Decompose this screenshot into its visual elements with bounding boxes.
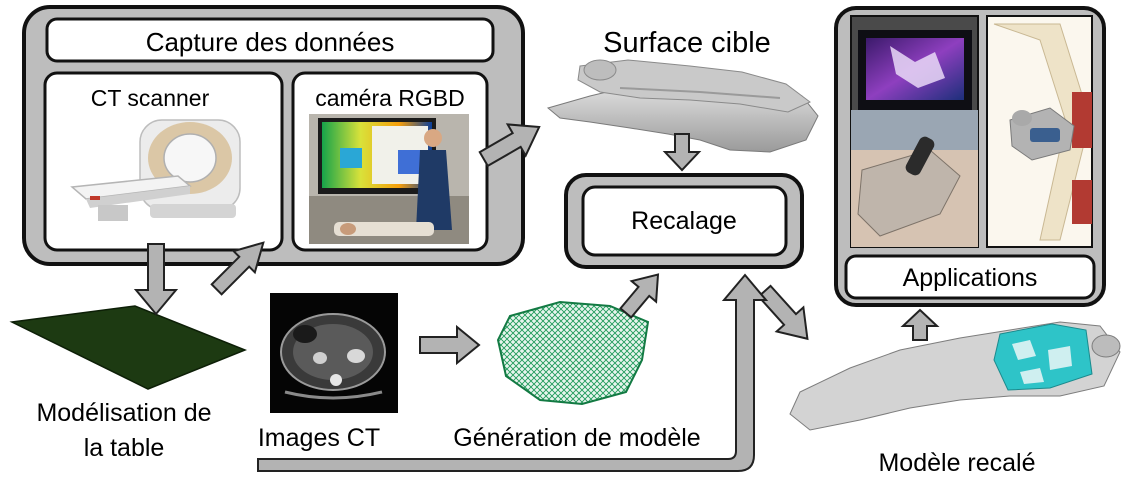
rgbd-camera-card: caméra RGBD: [291, 71, 489, 252]
registered-model-label: Modèle recalé: [878, 449, 1035, 477]
target-surface-scan: [546, 59, 819, 153]
arrow-ct-images-to-mesh: [419, 324, 481, 366]
table-model: [9, 305, 248, 390]
arrow-registration-to-registered-model: [757, 284, 809, 341]
model-generation-label: Génération de modèle: [453, 424, 700, 452]
registration-block: Recalage: [564, 173, 804, 269]
registration-label: Recalage: [631, 207, 737, 235]
arrow-capture-to-table: [133, 243, 179, 316]
data-capture-title: Capture des données: [146, 27, 395, 57]
generated-mesh-model: [496, 300, 650, 406]
ar-surgery-photo: [850, 15, 979, 248]
ct-images-label: Images CT: [258, 424, 380, 452]
arrow-rgbd-to-target-surface: [478, 123, 541, 168]
ct-scanner-card: CT scanner: [43, 71, 284, 252]
data-capture-title-box: [45, 17, 495, 63]
table-model-label-line1: Modélisation de: [36, 399, 211, 427]
applications-title-box: [844, 254, 1096, 300]
data-capture-panel: Capture des données CT scanner caméra RG…: [22, 5, 525, 266]
target-surface-label: Surface cible: [603, 27, 771, 59]
ct-scanner-image: [70, 119, 241, 221]
table-model-label-line2: la table: [84, 434, 165, 462]
arrow-capture-to-ct-images: [210, 241, 265, 296]
arrow-ct-images-to-registration: [257, 273, 769, 472]
ct-slice-image: [270, 293, 398, 413]
rgbd-camera-label: caméra RGBD: [315, 85, 465, 111]
arrow-mesh-to-registration: [619, 273, 660, 319]
applications-panel: Applications: [834, 6, 1106, 307]
arrow-target-surface-to-registration: [662, 133, 702, 172]
registered-model-scan: [789, 321, 1121, 431]
arrow-registered-model-to-applications: [900, 308, 940, 341]
virtual-model-rendering: [986, 15, 1093, 248]
applications-label: Applications: [903, 264, 1038, 292]
rgbd-camera-photo: [309, 114, 469, 244]
ct-scanner-label: CT scanner: [91, 85, 210, 111]
